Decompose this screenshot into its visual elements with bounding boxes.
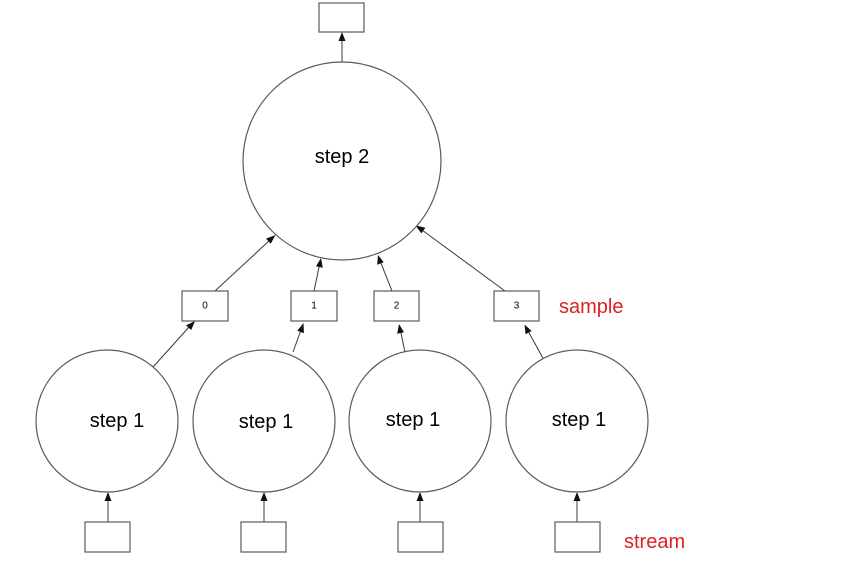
sample-box-2-label: 2 <box>394 301 400 312</box>
step2-node: step 2 <box>242 61 442 261</box>
arrowhead-sample-0 <box>266 235 276 244</box>
sample-annotation: sample <box>559 296 623 318</box>
arrowhead-stream-3 <box>573 492 581 501</box>
stream-box-2 <box>397 521 444 553</box>
arrowhead-sample-2 <box>377 255 384 265</box>
arrowhead-step1-3 <box>524 324 532 335</box>
step1-node-0: step 1 <box>35 349 179 493</box>
stream-box-3 <box>554 521 601 553</box>
stream-annotation: stream <box>624 531 685 553</box>
arrowhead-sample-1 <box>316 258 323 268</box>
step1-node-3: step 1 <box>505 349 649 493</box>
edge-sample-2-to-step2 <box>380 261 393 292</box>
step1-node-1-label: step 1 <box>239 411 293 433</box>
arrowhead-stream-0 <box>104 492 112 501</box>
sample-box-1-label: 1 <box>311 301 317 312</box>
arrowhead-step1-1 <box>297 323 304 334</box>
edge-sample-3-to-step2 <box>421 229 506 292</box>
arrowhead-sample-3 <box>415 225 426 234</box>
edge-sample-0-to-step2 <box>214 239 271 292</box>
step1-node-3-label: step 1 <box>552 409 606 431</box>
output-box <box>318 2 365 33</box>
edge-step1-3-to-sample-3 <box>527 330 545 361</box>
sample-box-3: 3 <box>493 290 540 322</box>
step1-node-1: step 1 <box>192 349 336 493</box>
arrowhead-step1-0 <box>186 321 195 330</box>
edge-step1-0-to-sample-0 <box>152 325 191 368</box>
sample-box-0-label: 0 <box>202 301 208 312</box>
step2-label: step 2 <box>315 146 369 168</box>
sample-box-3-label: 3 <box>514 301 520 312</box>
arrowhead-stream-2 <box>416 492 424 501</box>
step1-node-2: step 1 <box>348 349 492 493</box>
edge-step1-1-to-sample-1 <box>292 329 302 353</box>
arrowhead-stream-1 <box>260 492 268 501</box>
arrowhead-step1-2 <box>397 324 404 334</box>
step1-node-2-label: step 1 <box>386 409 440 431</box>
sample-box-2: 2 <box>373 290 420 322</box>
stream-box-0 <box>84 521 131 553</box>
edge-step1-2-to-sample-2 <box>400 330 406 353</box>
arrowhead-output <box>338 32 346 41</box>
sample-box-1: 1 <box>290 290 338 322</box>
sample-box-0: 0 <box>181 290 229 322</box>
step1-node-0-label: step 1 <box>90 410 144 432</box>
stream-box-1 <box>240 521 287 553</box>
edge-sample-1-to-step2 <box>313 264 320 292</box>
